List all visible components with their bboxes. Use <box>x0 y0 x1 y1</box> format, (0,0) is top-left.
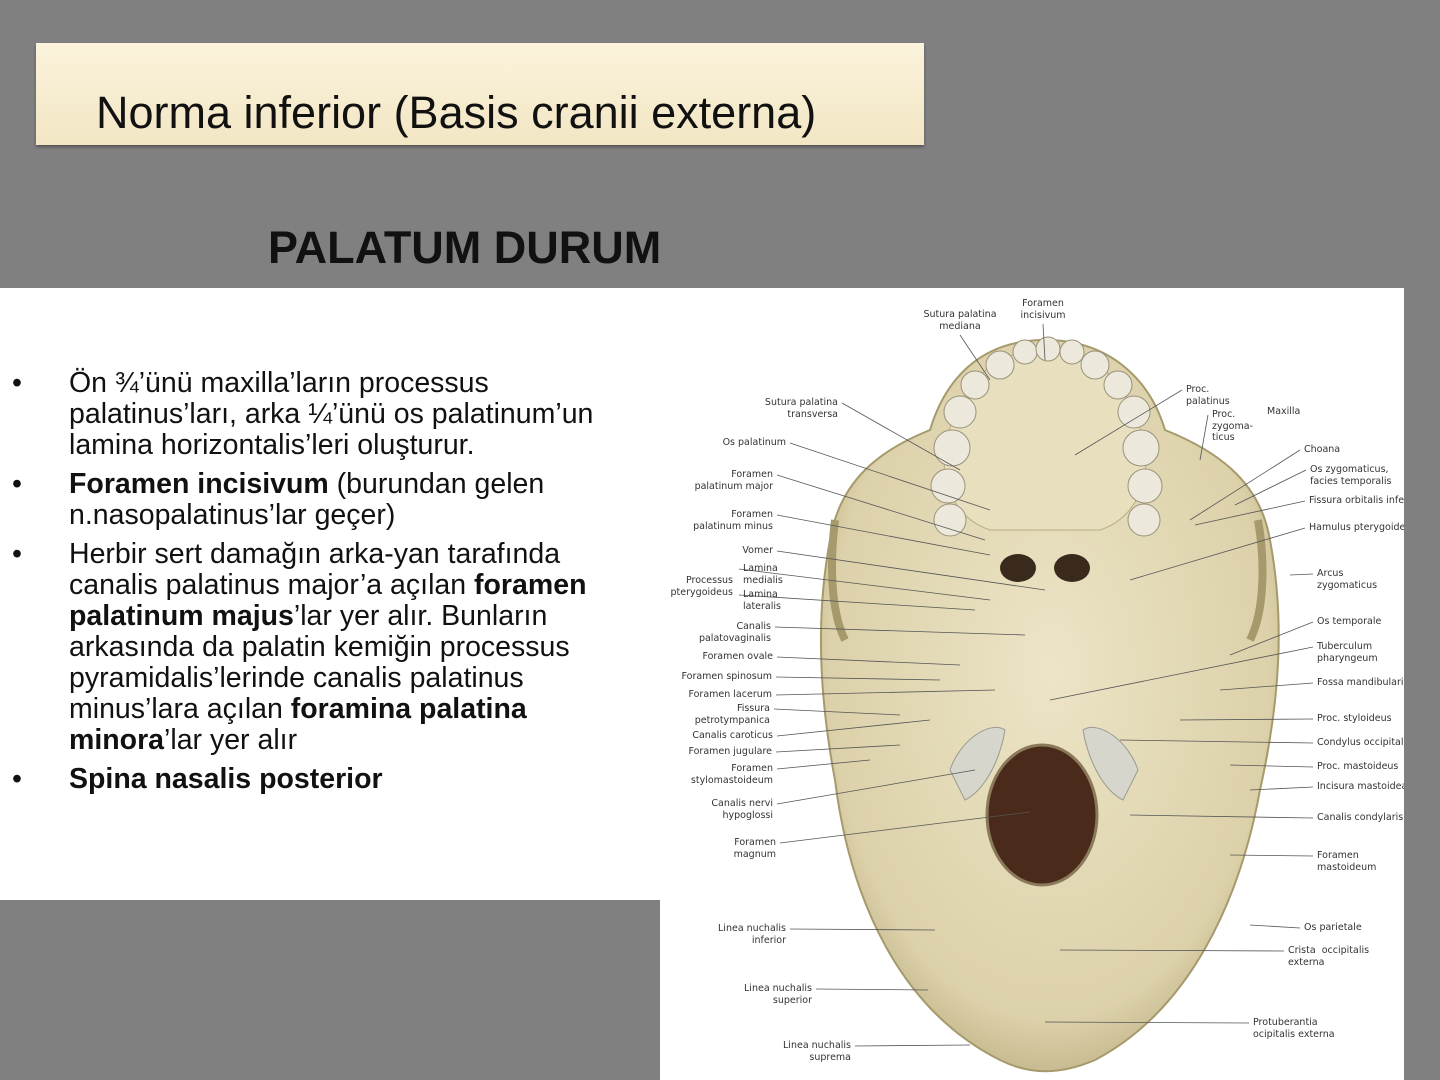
bullet-marker: • <box>12 763 22 795</box>
leader-line <box>773 708 901 716</box>
bold-term: foramina palatina minora <box>69 693 527 756</box>
occipital-condyles <box>949 726 1139 801</box>
leader-line <box>775 744 901 753</box>
leader-line <box>775 676 941 681</box>
choanae <box>1000 554 1090 582</box>
leader-line <box>1199 414 1209 461</box>
leader-line <box>776 474 986 541</box>
leader-line <box>1179 718 1314 721</box>
bold-term: foramen palatinum majus <box>69 569 587 632</box>
leader-line <box>776 719 931 737</box>
bullet-item: • Foramen incisivum (burundan gelen n.nas… <box>0 469 639 531</box>
slide-title: Norma inferior (Basis cranii externa) <box>96 87 817 138</box>
bullet-text: Ön ¾’ünü maxilla’ların processus palatin… <box>69 367 594 461</box>
leader-line <box>779 811 1031 844</box>
bold-term: Spina nasalis posterior <box>69 763 383 795</box>
leader-line <box>1042 323 1046 361</box>
bold-term: Foramen incisivum <box>69 468 329 500</box>
zygomatic-arch-right <box>1246 519 1267 642</box>
leader-line <box>1229 764 1314 768</box>
bullet-text: Herbir sert damağın arka-yan tarafında c… <box>69 538 561 601</box>
bullet-item: • Herbir sert damağın arka-yan tarafında … <box>0 539 639 756</box>
leader-line <box>1229 621 1314 656</box>
teeth <box>930 336 1163 537</box>
leader-line <box>776 550 1046 591</box>
leader-line <box>775 689 996 696</box>
leader-line <box>1044 1021 1250 1024</box>
leader-line <box>1049 646 1314 701</box>
leader-line <box>1074 389 1183 456</box>
leader-line <box>789 928 936 931</box>
bullet-text: ’lar yer alır. Bunların arkasında da pal… <box>69 600 570 725</box>
leader-lines <box>738 323 1314 1047</box>
bullet-text: (burundan gelen n.nasopalatinus’lar geçe… <box>69 468 545 531</box>
bullet-marker: • <box>12 468 22 500</box>
foramen-magnum <box>985 743 1099 887</box>
leader-line <box>1129 527 1306 581</box>
leader-line <box>738 594 976 611</box>
leader-line <box>1189 449 1301 521</box>
bullet-marker: • <box>12 538 22 570</box>
leader-line <box>854 1044 971 1047</box>
leader-line <box>1229 854 1314 857</box>
leader-line <box>959 334 991 381</box>
leader-line <box>774 626 1026 636</box>
leader-line <box>815 988 929 991</box>
leader-line <box>776 514 991 556</box>
text-panel <box>0 288 660 900</box>
leader-line <box>1059 949 1285 952</box>
leader-line <box>841 402 961 471</box>
title-banner: Norma inferior (Basis cranii externa) <box>36 43 924 145</box>
leader-line <box>776 769 976 805</box>
leader-line <box>1289 573 1314 576</box>
leader-line <box>789 442 991 511</box>
leader-line <box>1194 500 1306 526</box>
leader-line <box>1129 814 1314 819</box>
bullet-item: • Ön ¾’ünü maxilla’ların processus palati… <box>0 368 639 461</box>
leader-line <box>1249 786 1314 791</box>
bullet-text: ’lar yer alır <box>164 724 298 756</box>
bullet-list: • Ön ¾’ünü maxilla’ların processus palati… <box>0 368 660 803</box>
leader-line <box>1249 924 1301 929</box>
leader-line <box>738 568 991 601</box>
leader-line <box>1219 682 1314 691</box>
slide-subtitle: PALATUM DURUM <box>268 222 662 273</box>
leader-line <box>776 759 871 770</box>
skull-illustration <box>738 323 1314 1073</box>
leader-line <box>1119 739 1314 744</box>
bullet-item: • Spina nasalis posterior <box>0 764 639 795</box>
bullet-marker: • <box>12 367 22 399</box>
leader-line <box>776 656 961 666</box>
leader-line <box>1234 469 1307 506</box>
